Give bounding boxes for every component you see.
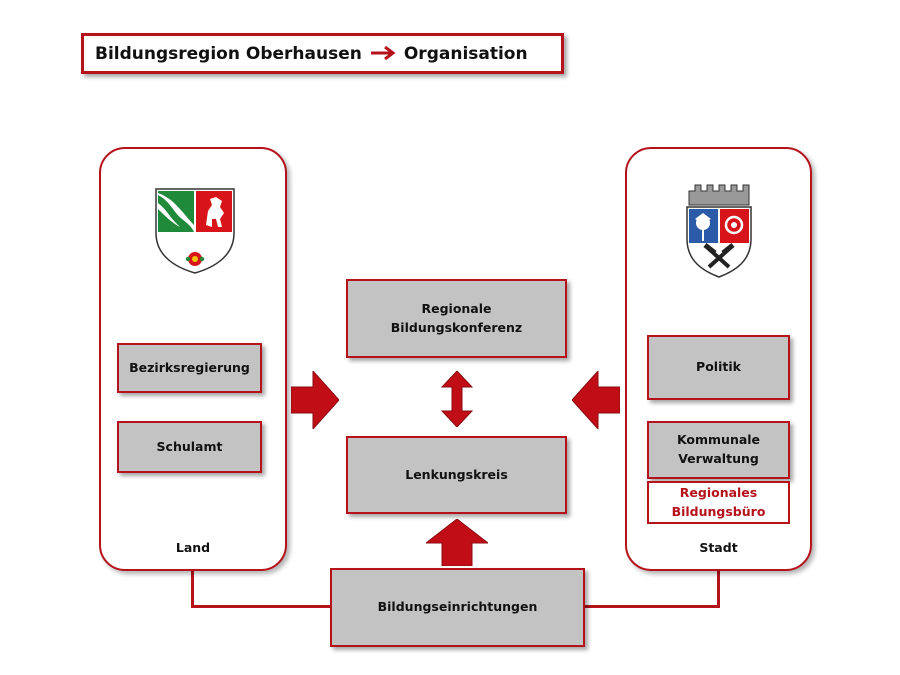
box-kommunale-verwaltung: Kommunale Verwaltung (647, 421, 790, 479)
arrow-right-icon (290, 369, 340, 431)
box-lenkungskreis: Lenkungskreis (346, 436, 567, 514)
arrow-left-icon (571, 369, 621, 431)
box-bildungseinrichtungen: Bildungseinrichtungen (330, 568, 585, 647)
connector-land-vertical (191, 571, 194, 608)
oberhausen-coat-of-arms-icon (683, 183, 755, 279)
connector-stadt-vertical (717, 571, 720, 608)
box-bezirksregierung: Bezirksregierung (117, 343, 262, 393)
box-politik: Politik (647, 335, 790, 400)
diagram-title: Bildungsregion Oberhausen Organisation (81, 33, 564, 74)
land-label: Land (175, 540, 211, 555)
stadt-label: Stadt (699, 540, 738, 555)
connector-land-horizontal (191, 605, 330, 608)
title-left: Bildungsregion Oberhausen (95, 43, 362, 64)
title-right: Organisation (403, 43, 528, 64)
box-regionale-bildungskonferenz: Regionale Bildungskonferenz (346, 279, 567, 358)
arrow-right-icon (370, 45, 396, 65)
arrow-up-icon (424, 518, 490, 567)
box-regionales-bildungsbuero: Regionales Bildungsbüro (647, 481, 790, 524)
box-schulamt: Schulamt (117, 421, 262, 473)
nrw-coat-of-arms-icon (154, 187, 236, 275)
double-arrow-vertical-icon (440, 370, 474, 428)
connector-stadt-horizontal (585, 605, 720, 608)
